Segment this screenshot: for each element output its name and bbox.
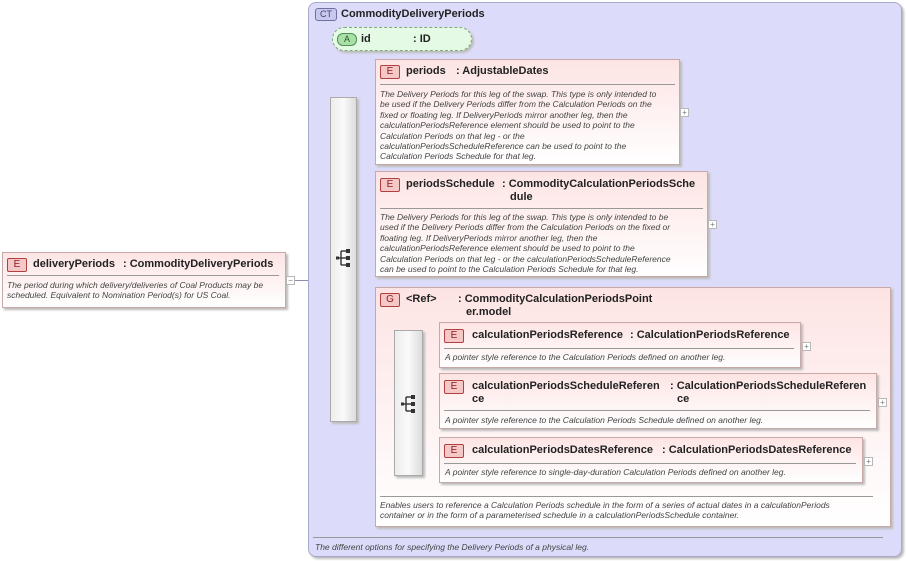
expand-toggle-icon[interactable]: + [802, 342, 811, 351]
element-tag-icon: E [380, 65, 400, 79]
complex-type-doc: The different options for specifying the… [315, 542, 590, 552]
calc-sched-ref-name: calculationPeriodsScheduleReferen ce [472, 380, 660, 406]
periods-name: periods [406, 65, 446, 77]
doc-line: container or in the form of a parameteri… [380, 510, 740, 521]
element-tag-icon: E [380, 178, 400, 192]
divider [444, 463, 856, 464]
expand-toggle-icon[interactable]: + [878, 398, 887, 407]
root-element-doc: The period during which delivery/deliver… [7, 280, 264, 301]
sequence-icon [400, 394, 418, 414]
divider [380, 208, 703, 209]
sequence-compositor[interactable] [330, 97, 357, 422]
group-doc: Enables users to reference a Calculation… [380, 500, 886, 521]
doc-line: Calculation Periods on that leg - or the… [380, 253, 671, 264]
doc-line: used if the Delivery Periods differ from… [380, 222, 671, 233]
collapse-toggle-icon[interactable]: − [286, 276, 295, 285]
doc-line: calculationPeriodsReference element shou… [380, 120, 635, 131]
group-name: <Ref> [406, 293, 437, 305]
doc-line: floating leg. If DeliveryPeriods mirror … [380, 232, 598, 243]
doc-line: Enables users to reference a Calculation… [380, 500, 830, 510]
name-line: ce [472, 393, 485, 405]
expand-toggle-icon[interactable]: + [680, 108, 689, 117]
periods-schedule-name: periodsSchedule [406, 178, 495, 190]
doc-line: calculationPeriodsScheduleReference can … [380, 141, 627, 152]
group-type: : CommodityCalculationPeriodsPoint er.mo… [458, 293, 652, 319]
complex-type-tag-icon: CT [315, 8, 337, 21]
connector-root-to-ct [294, 280, 308, 281]
root-element-box[interactable]: E deliveryPeriods : CommodityDeliveryPer… [2, 252, 286, 308]
attribute-tag-icon: A [337, 33, 357, 46]
periods-schedule-doc: The Delivery Periods for this leg of the… [380, 212, 708, 274]
group-tag-icon: G [380, 293, 400, 307]
type-line: : CalculationPeriodsScheduleReferen [670, 380, 867, 392]
divider [380, 496, 873, 497]
type-line: ce [677, 393, 690, 405]
calc-periods-dates-reference-box[interactable]: E calculationPeriodsDatesReference : Cal… [439, 437, 863, 483]
calc-dates-ref-doc: A pointer style reference to single-day-… [445, 467, 786, 477]
expand-toggle-icon[interactable]: + [708, 220, 717, 229]
divider [380, 84, 675, 85]
complex-type-name: CommodityDeliveryPeriods [341, 8, 485, 20]
periods-schedule-type: : CommodityCalculationPeriodsSche dule [502, 178, 695, 204]
calc-periods-schedule-reference-box[interactable]: E calculationPeriodsScheduleReferen ce :… [439, 373, 877, 429]
doc-line: Calculation Periods Schedule for that le… [380, 151, 536, 162]
doc-line: can be used to point to the Calculation … [380, 264, 639, 275]
calc-sched-ref-doc: A pointer style reference to the Calcula… [445, 415, 764, 425]
element-tag-icon: E [444, 444, 464, 458]
calc-ref-type: : CalculationPeriodsReference [630, 329, 790, 341]
sequence-icon [335, 248, 353, 268]
doc-line: be used if the Delivery Periods differ f… [380, 99, 652, 110]
element-tag-icon: E [7, 258, 27, 272]
calc-ref-name: calculationPeriodsReference [472, 329, 624, 341]
divider [444, 348, 794, 349]
attribute-name: id [361, 33, 371, 45]
periods-schedule-element-box[interactable]: E periodsSchedule : CommodityCalculation… [375, 171, 708, 277]
expand-toggle-icon[interactable]: + [864, 457, 873, 466]
divider [444, 410, 870, 411]
divider [7, 275, 279, 276]
doc-line: Calculation Periods on that leg - or the [380, 130, 525, 141]
root-element-name: deliveryPeriods [33, 258, 115, 270]
attribute-id-box[interactable]: A id : ID [332, 27, 472, 51]
doc-line: calculationPeriodsReference element shou… [380, 243, 635, 254]
calc-ref-doc: A pointer style reference to the Calcula… [445, 352, 726, 362]
root-element-type: : CommodityDeliveryPeriods [123, 258, 274, 270]
periods-doc: The Delivery Periods for this leg of the… [380, 89, 680, 162]
type-line: : CommodityCalculationPeriodsSche [502, 178, 696, 190]
calc-dates-ref-type: : CalculationPeriodsDatesReference [662, 444, 852, 456]
calc-sched-ref-type: : CalculationPeriodsScheduleReferen ce [670, 380, 866, 406]
element-tag-icon: E [444, 380, 464, 394]
type-line: dule [510, 191, 533, 203]
calc-dates-ref-name: calculationPeriodsDatesReference [472, 444, 653, 456]
periods-type: : AdjustableDates [456, 65, 549, 77]
calc-periods-reference-box[interactable]: E calculationPeriodsReference : Calculat… [439, 322, 801, 368]
name-line: calculationPeriodsScheduleReferen [472, 380, 660, 392]
doc-line: fixed or floating leg. If DeliveryPeriod… [380, 109, 628, 120]
doc-line: The Delivery Periods for this leg of the… [380, 212, 669, 222]
doc-line: The Delivery Periods for this leg of the… [380, 89, 657, 99]
periods-element-box[interactable]: E periods : AdjustableDates The Delivery… [375, 59, 680, 165]
type-line: : CommodityCalculationPeriodsPoint [458, 293, 653, 305]
divider [313, 537, 883, 538]
inner-sequence-compositor[interactable] [394, 330, 423, 476]
type-line: er.model [466, 306, 512, 318]
element-tag-icon: E [444, 329, 464, 343]
attribute-type: : ID [413, 33, 431, 45]
